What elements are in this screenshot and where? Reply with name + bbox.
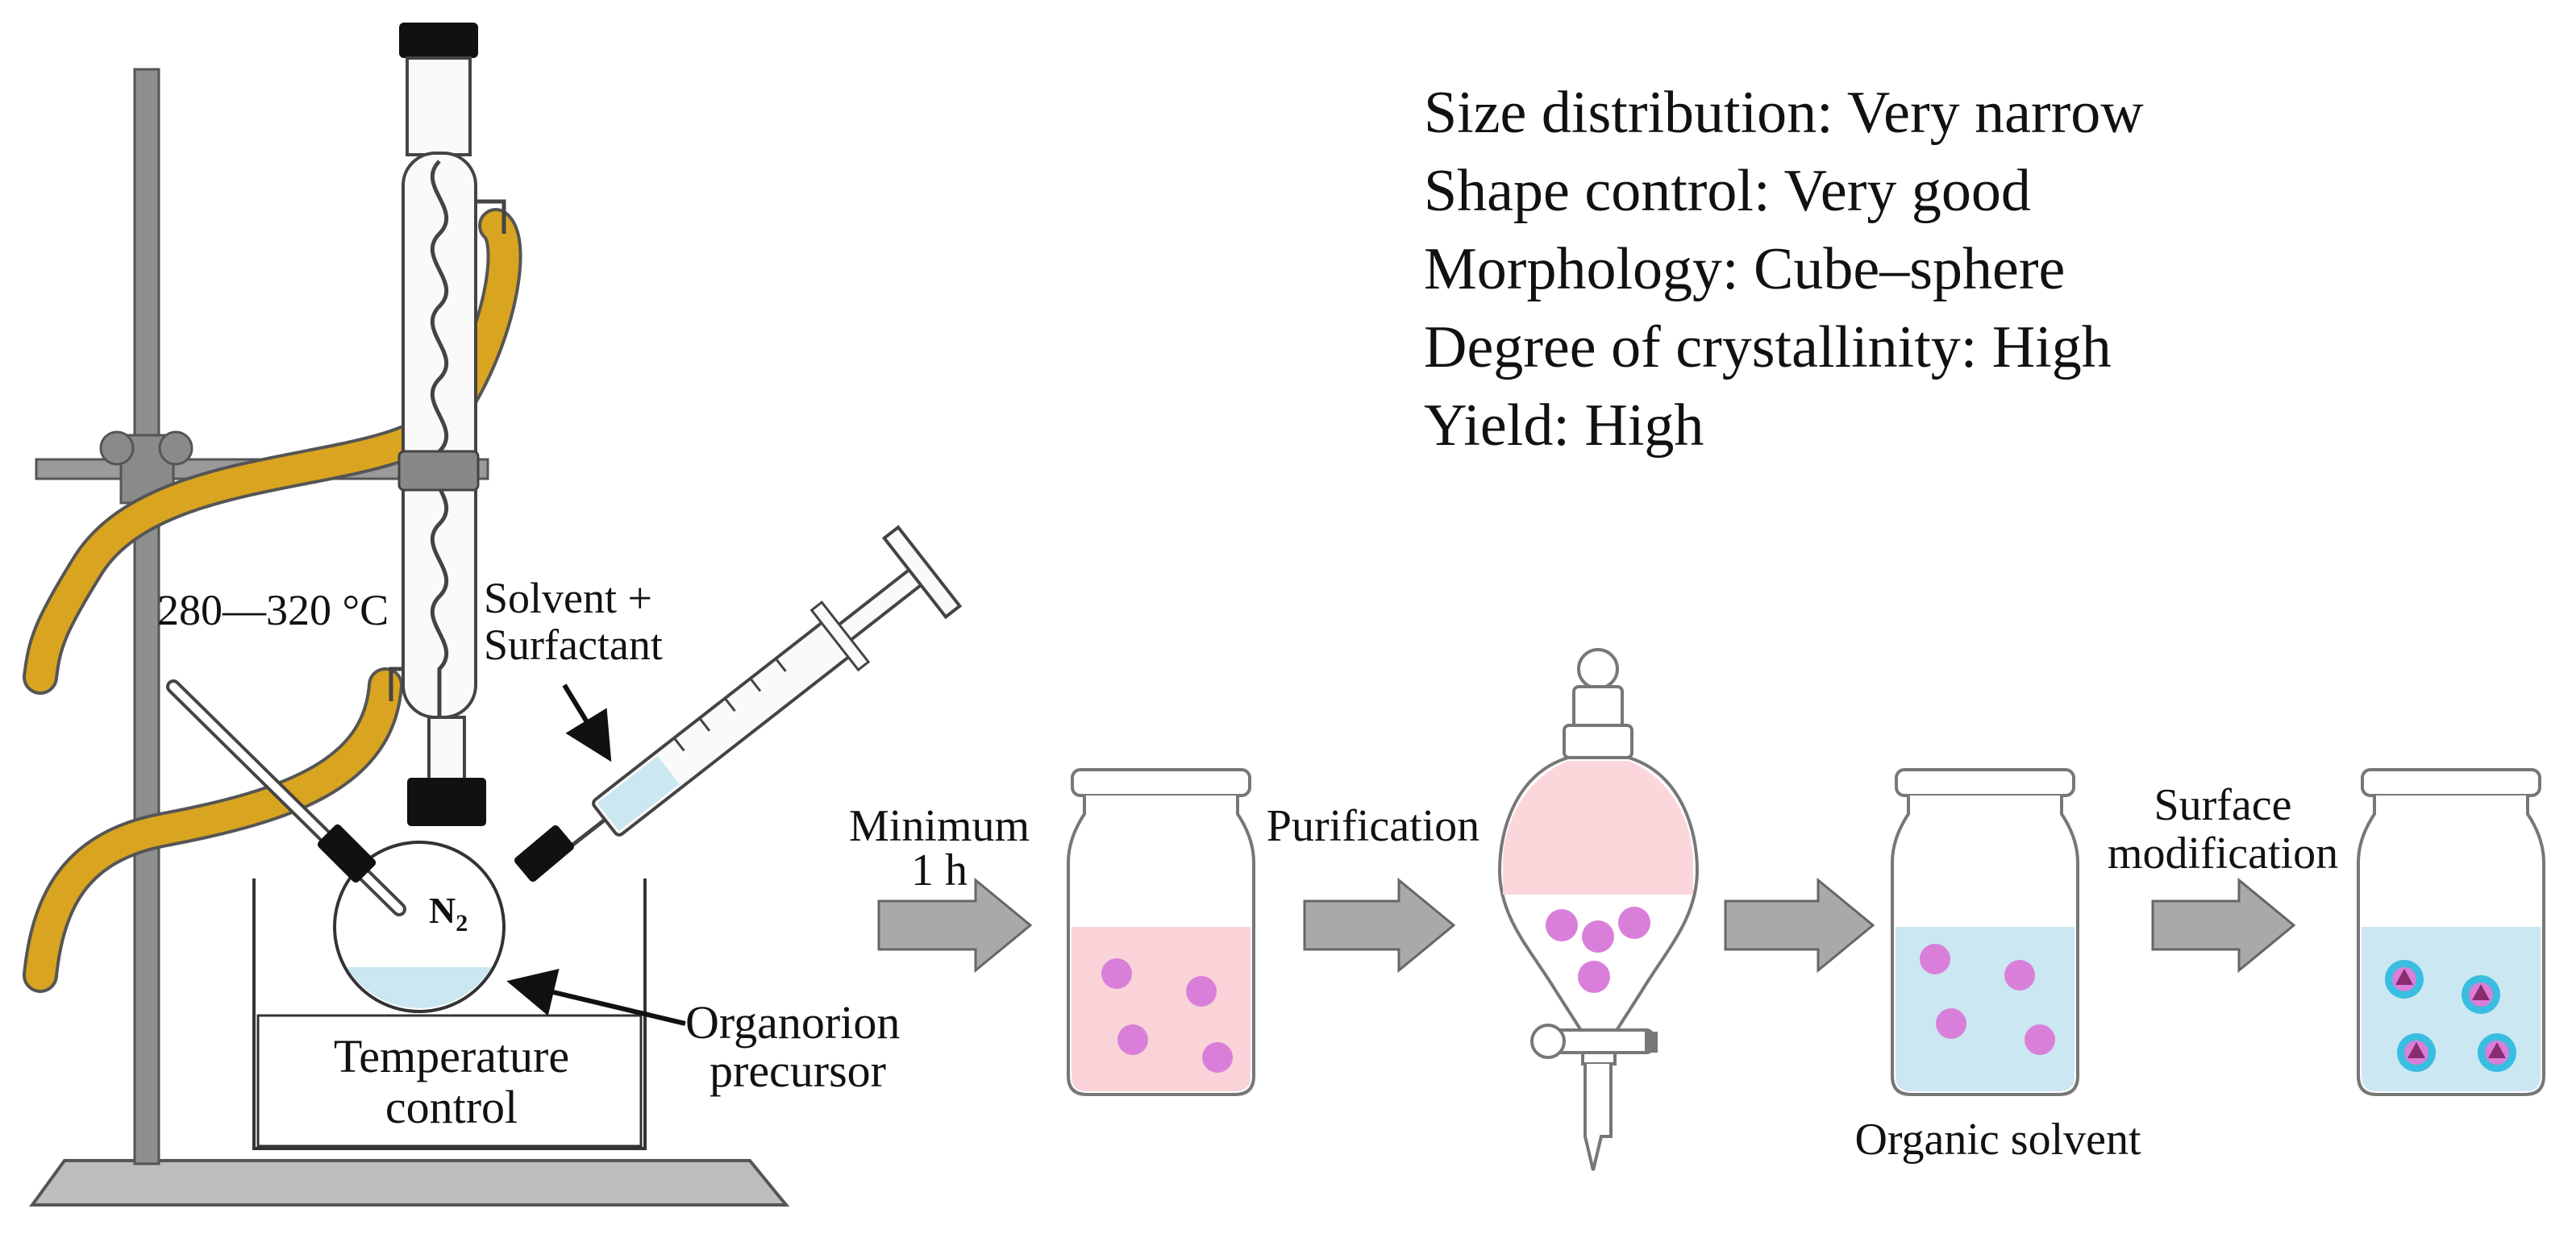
solvent-label-line2: Surfactant <box>484 621 663 669</box>
reaction-jar <box>1067 768 1255 1096</box>
water-tube-upper-fill <box>26 211 519 692</box>
condenser-side-arm-upper <box>474 199 506 234</box>
surface-modification-label-line1: Surface <box>2154 780 2291 830</box>
reflux-apparatus <box>23 23 963 1207</box>
temperature-control-box <box>256 1014 643 1148</box>
property-shape-control: Shape control: Very good <box>1424 158 2031 224</box>
solvent-arrow <box>562 683 612 762</box>
property-morphology: Morphology: Cube–sphere <box>1424 236 2066 302</box>
flow-arrow-2 <box>1303 877 1456 974</box>
syringe-adapter <box>514 825 574 883</box>
properties-list: Size distribution: Very narrow Shape con… <box>1424 74 2144 465</box>
temperature-control-label-line1: Temperature <box>334 1030 569 1082</box>
condenser-side-arm-lower <box>389 667 403 701</box>
surface-modification-label-line2: modification <box>2108 829 2338 879</box>
organic-solvent-jar <box>1891 768 2079 1096</box>
coated-particle <box>2397 1033 2436 1072</box>
water-tube-lower-fill <box>26 671 400 990</box>
syringe <box>546 525 963 866</box>
condenser-coil <box>430 160 449 725</box>
stand-base <box>29 1159 790 1207</box>
purification-label: Purification <box>1267 801 1479 851</box>
stand-rod <box>133 68 160 1165</box>
temperature-range-label: 280—320 °C <box>157 586 389 634</box>
precursor-label-line2: precursor <box>710 1045 886 1097</box>
neck-stopper <box>407 778 486 826</box>
flow-arrow-4 <box>2151 877 2296 974</box>
bosshead-screw <box>99 430 135 466</box>
flask-liquid <box>347 967 492 1008</box>
flow-arrow-3 <box>1724 877 1875 974</box>
condenser-jacket <box>406 56 472 156</box>
property-size-distribution: Size distribution: Very narrow <box>1424 80 2144 146</box>
coated-particle <box>2385 960 2424 999</box>
condenser-stopper <box>399 23 478 58</box>
flow-arrow-1 <box>877 877 1033 974</box>
property-crystallinity: Degree of crystallinity: High <box>1424 314 2112 380</box>
coated-particle <box>2478 1033 2516 1072</box>
temperature-control-label-line2: control <box>385 1081 518 1133</box>
solvent-label-line1: Solvent + <box>484 574 652 622</box>
thermometer-adapter <box>317 824 377 883</box>
precursor-arrow <box>506 968 686 1026</box>
property-yield: Yield: High <box>1424 393 1704 459</box>
modified-particles-jar <box>2357 768 2545 1096</box>
time-label-line2: 1 h <box>911 845 968 895</box>
bosshead-screw-2 <box>158 430 194 466</box>
gas-label: N2 <box>429 890 468 937</box>
condenser-clamp <box>397 450 480 492</box>
separatory-funnel <box>1497 648 1700 1171</box>
coated-particle <box>2462 975 2500 1014</box>
organic-solvent-label: Organic solvent <box>1854 1115 2141 1165</box>
time-label-line1: Minimum <box>849 801 1030 851</box>
flask-neck <box>427 716 466 783</box>
precursor-label-line1: Organorion <box>685 996 900 1049</box>
